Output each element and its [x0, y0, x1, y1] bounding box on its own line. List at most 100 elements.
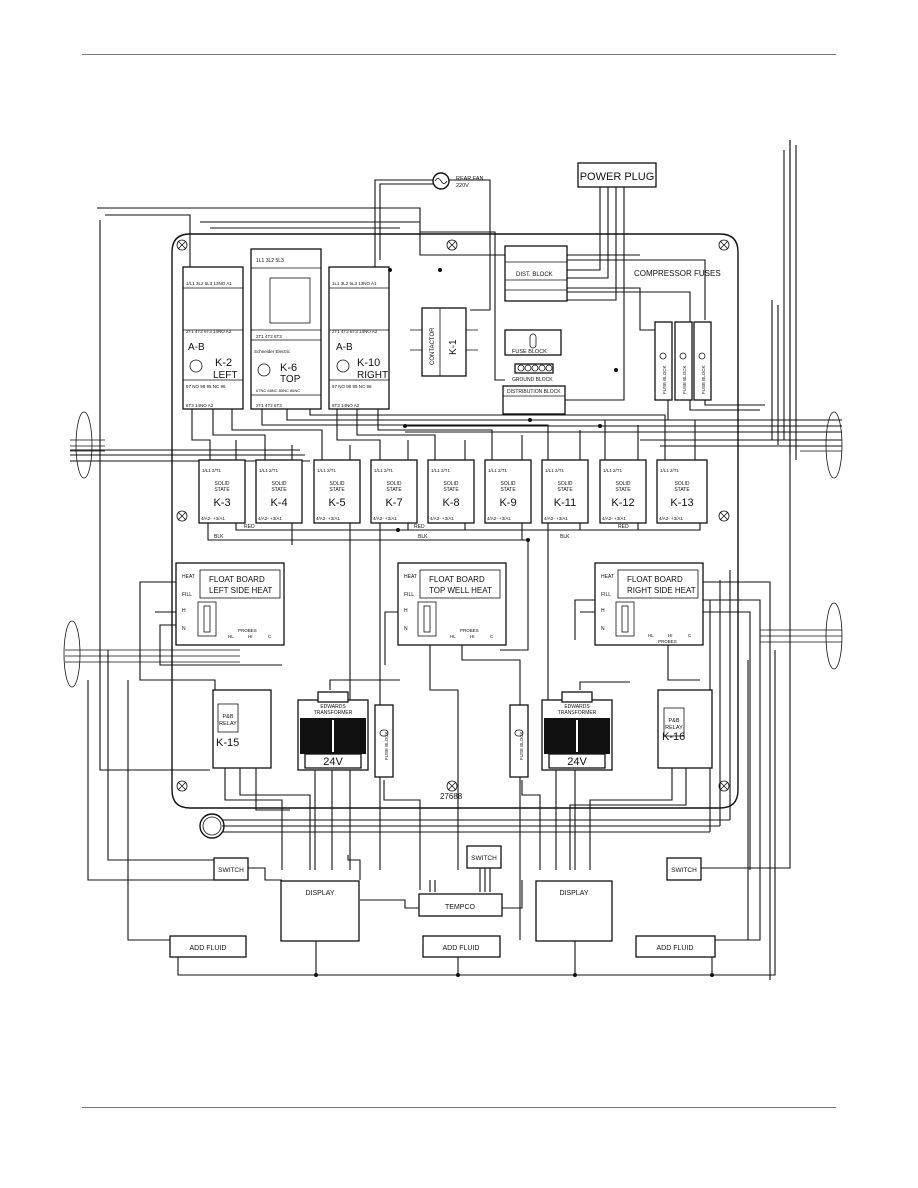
add-fluid-center: ADD FLUID — [422, 935, 501, 958]
dial-icon — [189, 359, 203, 373]
display-left: DISPLAY — [280, 880, 360, 942]
k1-label: K-1 — [448, 339, 459, 355]
k6-top-terms: 1L1 3L2 5L3 — [256, 258, 284, 264]
ssr-k13: 1/L1 2/T1 SOLID STATE K-13 4/A2- +3/A1 — [656, 459, 708, 524]
switch-right: SWITCH — [666, 857, 702, 881]
float-board-top: FLOAT BOARD TOP WELL HEAT HEAT FILL H N … — [397, 562, 507, 646]
display-right: DISPLAY — [535, 880, 613, 942]
power-plug-box — [577, 162, 657, 188]
svg-text:PROBES: PROBES — [238, 628, 257, 633]
k2-mid-terms: 2T1 4T2 6T3 14NO A2 — [186, 329, 232, 334]
svg-text:FILL: FILL — [404, 592, 414, 598]
ssr-name: K-12 — [611, 497, 634, 509]
svg-text:STATE: STATE — [329, 487, 345, 493]
header-rule — [82, 54, 836, 55]
svg-text:SOLID: SOLID — [386, 481, 401, 487]
k6-foot-terms: 2T1 4T2 6T3 — [256, 403, 282, 408]
svg-text:C: C — [688, 633, 692, 638]
svg-text:1/L1 2/T1: 1/L1 2/T1 — [259, 468, 279, 473]
ground-block: GROUND BLOCK — [512, 363, 554, 383]
svg-text:SOLID: SOLID — [329, 481, 344, 487]
svg-text:1/L1 2/T1: 1/L1 2/T1 — [431, 468, 451, 473]
svg-text:RELAY: RELAY — [219, 721, 237, 727]
wire-tags: RED RED RED BLK BLK BLK — [214, 524, 629, 540]
ssr-k12: 1/L1 2/T1 SOLID STATE K-12 4/A2- +3/A1 — [599, 459, 647, 524]
contactor-k6: 1L1 3L2 5L3 2T1 4T2 6T3 67NC 68NC 85NC 8… — [250, 248, 322, 410]
svg-text:4/A2- +3/A1: 4/A2- +3/A1 — [659, 516, 683, 521]
ssr-name: K-3 — [213, 497, 230, 509]
svg-text:STATE: STATE — [500, 487, 516, 493]
ground-block-label: GROUND BLOCK — [512, 377, 553, 383]
k2-ab-label: A-B — [188, 342, 205, 353]
transformer-left: EDWARDS TRANSFORMER 24V — [297, 691, 369, 771]
screw-icon — [176, 510, 188, 522]
svg-text:N: N — [182, 626, 186, 632]
svg-text:STATE: STATE — [615, 487, 631, 493]
pb-relay-k16: P&B RELAY K-16 — [657, 689, 713, 769]
fuse-block-label: FUSE BLOCK — [512, 349, 547, 355]
svg-text:STATE: STATE — [214, 487, 230, 493]
fuse-block-vertical-label: FUSE BLOCK — [701, 365, 706, 394]
ssr-k9: 1/L1 2/T1 SOLID STATE K-9 4/A2- +3/A1 — [484, 459, 532, 524]
svg-text:FUSE BLOCK: FUSE BLOCK — [384, 731, 389, 760]
cable-clamp-left-lower — [63, 620, 81, 688]
ssr-name: K-9 — [499, 497, 516, 509]
transformer-right: EDWARDS TRANSFORMER 24V — [541, 691, 613, 771]
svg-text:BLK: BLK — [560, 534, 570, 540]
svg-text:RELAY: RELAY — [665, 725, 683, 731]
svg-text:DISPLAY: DISPLAY — [305, 890, 334, 897]
svg-text:RED: RED — [414, 524, 425, 530]
contactor-k2: 1/L1 3L2 5L3 13NO A1 2T1 4T2 6T3 14NO A2… — [182, 266, 244, 410]
switch-left: SWITCH — [213, 857, 249, 881]
svg-text:4/A2- +3/A1: 4/A2- +3/A1 — [258, 516, 282, 521]
screw-icon — [718, 239, 730, 251]
float-board-left: FLOAT BOARD LEFT SIDE HEAT HEAT FILL H N… — [175, 562, 285, 646]
rear-fan-voltage: 220V — [456, 183, 469, 189]
svg-text:BLK: BLK — [418, 534, 428, 540]
k10-mid-terms: 2T1 4T2 6T3 14NO A2 — [332, 329, 378, 334]
svg-text:HL: HL — [228, 634, 234, 639]
svg-text:BLK: BLK — [214, 534, 224, 540]
k10-foot-terms: 6T3 14NO A2 — [332, 403, 360, 408]
svg-text:H: H — [404, 608, 408, 614]
fuse-block-vertical-label: FUSE BLOCK — [662, 365, 667, 394]
rear-fan-label: REAR FAN — [456, 176, 484, 182]
svg-text:TOP WELL HEAT: TOP WELL HEAT — [429, 586, 492, 595]
svg-text:STATE: STATE — [443, 487, 459, 493]
svg-text:4/A2- +3/A1: 4/A2- +3/A1 — [487, 516, 511, 521]
svg-text:SOLID: SOLID — [500, 481, 515, 487]
fuse-block-vertical-label: FUSE BLOCK — [682, 365, 687, 394]
svg-text:ADD FLUID: ADD FLUID — [657, 945, 694, 952]
dist-block-label: DIST. BLOCK — [516, 272, 553, 278]
k2-top-terms: 1/L1 3L2 5L3 13NO A1 — [186, 281, 232, 286]
svg-text:STATE: STATE — [557, 487, 573, 493]
ssr-k3: 1/L1 2/T1 SOLID STATE K-3 4/A2- +3/A1 — [198, 459, 246, 524]
distribution-block-label: DISTRIBUTION BLOCK — [507, 389, 561, 395]
compressor-fuses-label: COMPRESSOR FUSES — [634, 269, 721, 278]
k6-brand: Schneider Electric — [254, 349, 291, 354]
add-fluid-right: ADD FLUID — [635, 935, 716, 958]
transformer-voltage: 24V — [567, 756, 587, 768]
svg-text:TRANSFORMER: TRANSFORMER — [314, 710, 353, 716]
svg-text:FILL: FILL — [601, 592, 611, 598]
k6-name: K-6 — [280, 362, 297, 374]
k10-top-terms: 1L1 3L2 5L3 13NO A1 — [332, 281, 377, 286]
drawing-number: 27688 — [440, 792, 463, 801]
transformer-voltage: 24V — [323, 756, 343, 768]
svg-text:1/L1 2/T1: 1/L1 2/T1 — [660, 468, 680, 473]
svg-text:FLOAT BOARD: FLOAT BOARD — [429, 575, 485, 584]
svg-text:RED: RED — [244, 524, 255, 530]
ssr-k4: 1/L1 2/T1 SOLID STATE K-4 4/A2- +3/A1 — [255, 459, 303, 524]
k10-name: K-10 — [357, 357, 380, 369]
float-board-right: FLOAT BOARD RIGHT SIDE HEAT HEAT FILL H … — [594, 562, 704, 646]
distribution-block: DISTRIBUTION BLOCK — [502, 385, 566, 415]
add-fluid-left: ADD FLUID — [169, 935, 247, 958]
svg-text:SOLID: SOLID — [443, 481, 458, 487]
svg-text:4/A2- +3/A1: 4/A2- +3/A1 — [201, 516, 225, 521]
contactor-k10: 1L1 3L2 5L3 13NO A1 2T1 4T2 6T3 14NO A2 … — [328, 266, 390, 410]
k2-side: LEFT — [213, 370, 237, 381]
svg-text:H: H — [601, 608, 605, 614]
k6-mid-terms: 2T1 4T2 6T3 — [256, 334, 282, 339]
svg-text:1/L1 2/T1: 1/L1 2/T1 — [317, 468, 337, 473]
ssr-name: K-4 — [270, 497, 287, 509]
